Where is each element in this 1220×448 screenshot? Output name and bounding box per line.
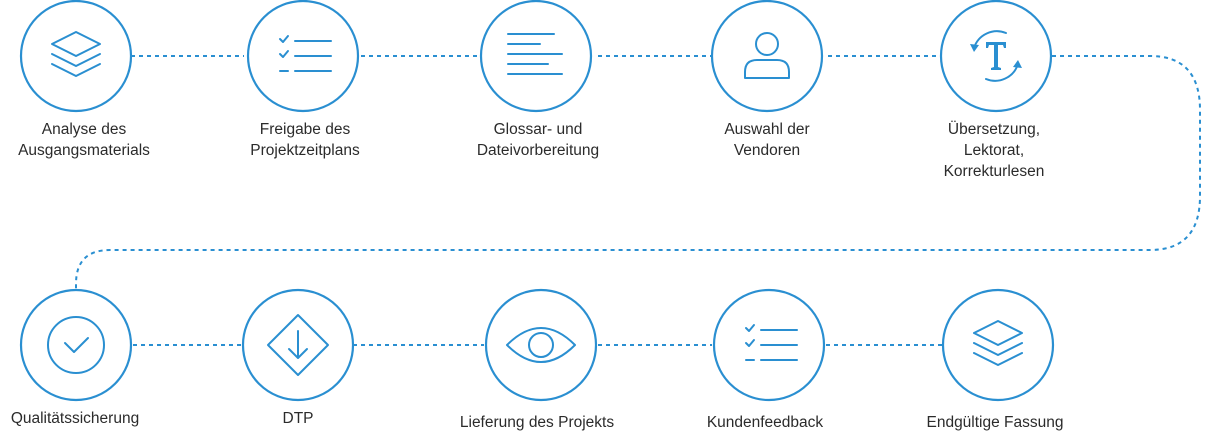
step-analysis xyxy=(19,0,133,113)
label-line: Übersetzung, xyxy=(947,121,1041,138)
connector-5-6-curve xyxy=(75,55,1201,296)
text-lines-icon xyxy=(507,33,563,75)
label-line: Glossar- und xyxy=(493,121,583,138)
label-line: Endgültige Fassung xyxy=(926,414,1064,431)
label-glossary: Glossar- und Dateivorbereitung xyxy=(438,119,638,161)
label-quality-assurance: Qualitätssicherung xyxy=(0,408,175,429)
step-schedule-approval xyxy=(246,0,360,113)
label-schedule-approval: Freigabe des Projektzeitplans xyxy=(205,119,405,161)
step-circle xyxy=(484,288,598,402)
step-customer-feedback xyxy=(712,288,826,402)
label-line: DTP xyxy=(282,410,314,427)
label-line: Lieferung des Projekts xyxy=(459,414,615,431)
check-circle-icon xyxy=(47,316,105,374)
label-line: Qualitätssicherung xyxy=(10,410,140,427)
label-vendor-selection: Auswahl der Vendoren xyxy=(667,119,867,161)
label-dtp: DTP xyxy=(198,408,398,429)
label-line: Analyse des xyxy=(41,121,127,138)
step-circle xyxy=(710,0,824,113)
label-analysis: Analyse des Ausgangsmaterials xyxy=(0,119,184,161)
label-customer-feedback: Kundenfeedback xyxy=(665,412,865,433)
step-circle xyxy=(479,0,593,113)
label-line: Korrekturlesen xyxy=(943,163,1045,180)
label-line: Ausgangsmaterials xyxy=(18,142,150,159)
layers-icon xyxy=(973,320,1023,366)
step-quality-assurance xyxy=(19,288,133,402)
eye-icon xyxy=(506,327,576,363)
label-translation: Übersetzung, Lektorat, Korrekturlesen xyxy=(894,119,1094,182)
person-icon xyxy=(744,32,790,79)
step-translation xyxy=(939,0,1053,113)
checklist-icon xyxy=(745,324,798,361)
label-line: Auswahl der xyxy=(724,121,810,138)
step-glossary xyxy=(479,0,593,113)
label-final-version: Endgültige Fassung xyxy=(895,412,1095,433)
step-dtp xyxy=(241,288,355,402)
step-final-version xyxy=(941,288,1055,402)
label-delivery: Lieferung des Projekts xyxy=(437,412,637,433)
connectors xyxy=(75,55,1201,346)
step-delivery xyxy=(484,288,598,402)
download-diamond-icon xyxy=(267,314,329,376)
label-line: Kundenfeedback xyxy=(706,414,824,431)
step-circle xyxy=(19,288,133,402)
checklist-icon xyxy=(279,35,332,72)
label-line: Lektorat, xyxy=(963,142,1025,159)
label-line: Freigabe des xyxy=(259,121,351,138)
label-line: Vendoren xyxy=(733,142,801,159)
label-line: Projektzeitplans xyxy=(250,142,360,159)
label-line: Dateivorbereitung xyxy=(476,142,600,159)
step-vendor-selection xyxy=(710,0,824,113)
text-translate-icon xyxy=(970,30,1022,82)
layers-icon xyxy=(51,31,101,77)
